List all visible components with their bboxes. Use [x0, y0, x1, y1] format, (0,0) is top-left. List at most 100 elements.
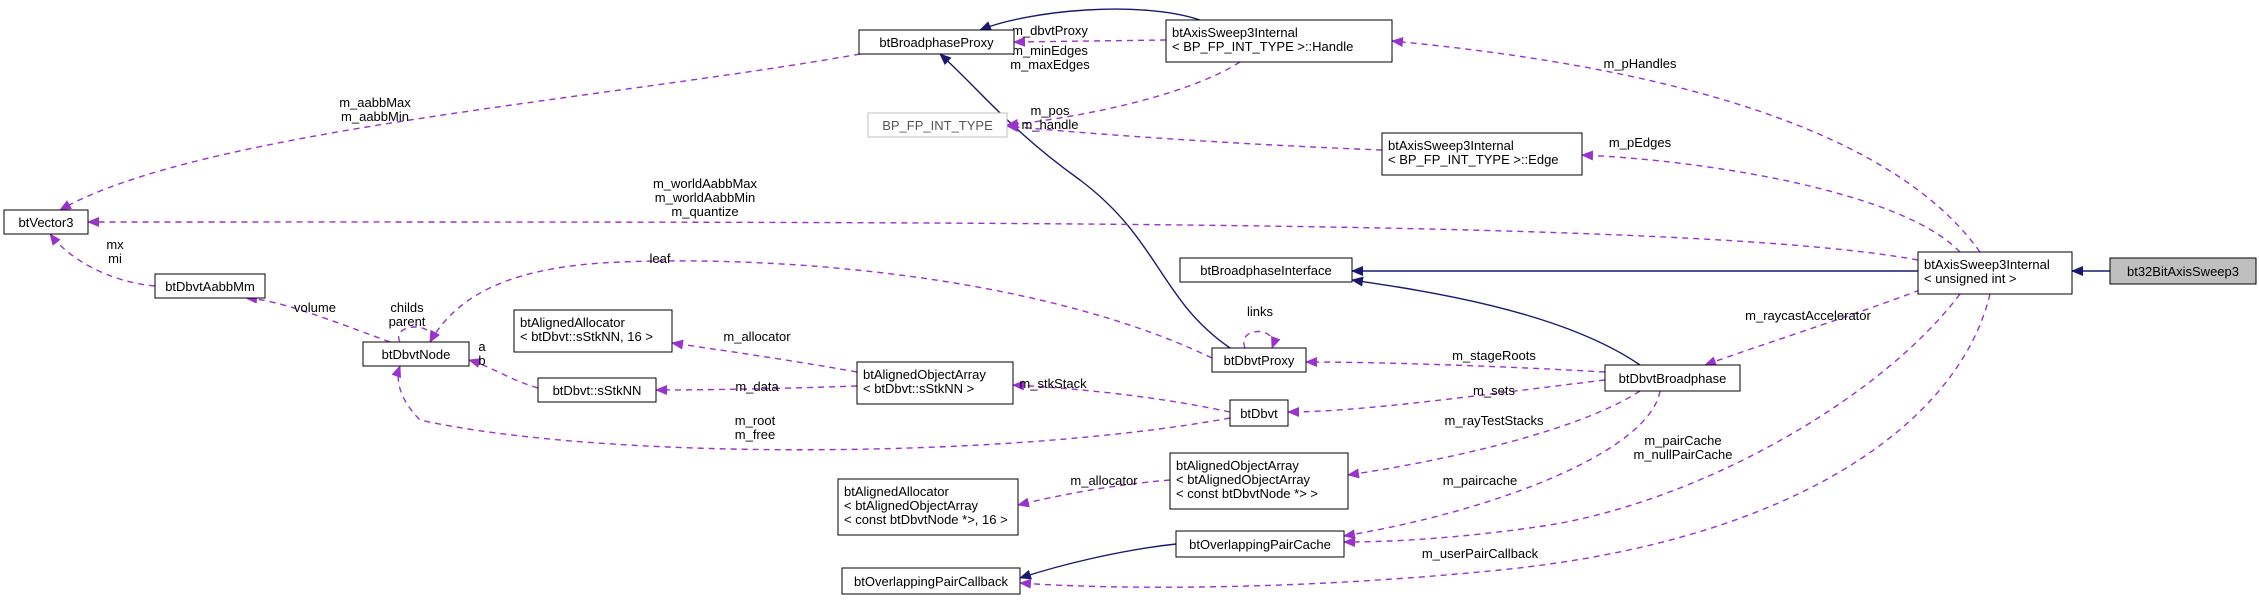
edge-label-leaf: leaf	[650, 251, 671, 266]
edge-label-line: parent	[389, 314, 426, 329]
class-name: btAxisSweep3Internal< BP_FP_INT_TYPE >::…	[1172, 25, 1353, 54]
class-name-line: < unsigned int >	[1924, 271, 2017, 286]
class-node-opcache[interactable]: btOverlappingPairCache	[1175, 530, 1345, 558]
class-node-bpiface[interactable]: btBroadphaseInterface	[1179, 257, 1353, 283]
class-box	[513, 309, 673, 353]
usage-edge-a_b	[468, 358, 539, 389]
edge-label-line: m_stageRoots	[1452, 348, 1536, 363]
class-name: btAlignedAllocator< btDbvt::sStkNN, 16 >	[520, 315, 653, 344]
edge-label-line: m_minEdges	[1012, 43, 1088, 58]
class-name: btBroadphaseProxy	[879, 35, 994, 50]
class-name: btDbvtNode	[382, 347, 451, 362]
edge-label-line: m_pos	[1030, 103, 1070, 118]
usage-edge-stageRoots	[1305, 357, 1606, 373]
class-node-opcb[interactable]: btOverlappingPairCallback	[841, 567, 1021, 595]
class-node-edge[interactable]: btAxisSweep3Internal< BP_FP_INT_TYPE >::…	[1381, 132, 1583, 176]
class-name: btAlignedObjectArray< btDbvt::sStkNN >	[863, 367, 986, 396]
class-name-line: btBroadphaseInterface	[1200, 263, 1332, 278]
class-node-handle[interactable]: btAxisSweep3Internal< BP_FP_INT_TYPE >::…	[1165, 19, 1393, 63]
edge-label-line: m_root	[735, 413, 776, 428]
edge-label-line: m_pHandles	[1604, 56, 1677, 71]
edge-label-pHandles: m_pHandles	[1604, 56, 1677, 71]
class-name-line: btOverlappingPairCallback	[854, 574, 1008, 589]
class-node-dbvtbp[interactable]: btDbvtBroadphase	[1604, 364, 1741, 392]
class-name-line: btAlignedObjectArray	[863, 367, 986, 382]
class-box	[1211, 347, 1307, 373]
class-node-dbvt[interactable]: btDbvt	[1229, 399, 1289, 427]
class-node-sstknn[interactable]: btDbvt::sStkNN	[537, 377, 657, 403]
class-name: btAlignedAllocator< btAlignedObjectArray…	[844, 484, 1008, 527]
edge-label-line: childs	[390, 300, 424, 315]
edge-label-paircache: m_paircache	[1443, 473, 1517, 488]
class-name-line: btBroadphaseProxy	[879, 35, 994, 50]
class-node-dbvtnode[interactable]: btDbvtNode	[362, 341, 470, 367]
edge-label-line: m_sets	[1473, 383, 1515, 398]
class-box	[537, 377, 657, 403]
edge-label-allocator2: m_allocator	[1070, 473, 1138, 488]
class-name: btOverlappingPairCallback	[854, 574, 1008, 589]
class-box	[856, 361, 1014, 405]
class-box	[3, 209, 89, 235]
class-node-bpint[interactable]: BP_FP_INT_TYPE	[867, 112, 1008, 138]
class-box	[1165, 19, 1393, 63]
usage-edge-rayTestStacks	[1347, 390, 1641, 479]
class-name: btBroadphaseInterface	[1200, 263, 1332, 278]
class-box	[1917, 251, 2073, 295]
edge-label-line: m_nullPairCache	[1634, 447, 1733, 462]
usage-edge-pos_handle	[1006, 122, 1383, 151]
class-box	[1604, 364, 1741, 392]
edge-label-line: m_pEdges	[1609, 135, 1672, 150]
class-box	[1175, 530, 1345, 558]
usage-edge-pairCache_null	[1343, 293, 1961, 547]
edge-label-allocator1: m_allocator	[723, 329, 791, 344]
class-box	[867, 112, 1008, 138]
class-name-line: < const btDbvtNode *>, 16 >	[844, 512, 1008, 527]
class-node-oarr2[interactable]: btAlignedObjectArray< btAlignedObjectArr…	[1169, 452, 1349, 510]
edge-label-raycastAccelerator: m_raycastAccelerator	[1745, 308, 1871, 323]
class-node-alloc2[interactable]: btAlignedAllocator< btAlignedObjectArray…	[837, 478, 1019, 536]
class-node-bpproxy[interactable]: btBroadphaseProxy	[858, 29, 1015, 55]
class-name-line: btDbvtNode	[382, 347, 451, 362]
class-name-line: btDbvtAabbMm	[165, 279, 255, 294]
class-box	[1229, 399, 1289, 427]
inheritance-edge-bpiface-dbvtbp	[1351, 276, 1641, 366]
class-name-line: btVector3	[19, 215, 74, 230]
usage-edge-raycastAccelerator	[1704, 289, 1921, 366]
class-box	[362, 341, 470, 367]
edge-label-line: mx	[106, 237, 124, 252]
class-box	[1381, 132, 1583, 176]
class-name: btDbvtProxy	[1224, 353, 1295, 368]
class-box	[837, 478, 1019, 536]
class-node-oarr1[interactable]: btAlignedObjectArray< btDbvt::sStkNN >	[856, 361, 1014, 405]
edge-label-line: m_rayTestStacks	[1445, 413, 1544, 428]
edge-label-line: links	[1247, 304, 1274, 319]
class-name-line: btOverlappingPairCache	[1189, 537, 1331, 552]
class-box	[2109, 257, 2257, 285]
class-name-line: btAlignedAllocator	[844, 484, 949, 499]
class-node-aabbmm[interactable]: btDbvtAabbMm	[154, 273, 266, 299]
edge-label-sets: m_sets	[1473, 383, 1515, 398]
usage-edge-leaf	[429, 260, 1213, 359]
edge-label-line: m_worldAabbMax	[653, 176, 758, 191]
class-name-line: btAxisSweep3Internal	[1924, 257, 2050, 272]
edge-label-line: m_paircache	[1443, 473, 1517, 488]
class-name-line: BP_FP_INT_TYPE	[882, 118, 993, 133]
class-node-dbvtproxy[interactable]: btDbvtProxy	[1211, 347, 1307, 373]
class-name-line: btDbvtProxy	[1224, 353, 1295, 368]
class-name: btAlignedObjectArray< btAlignedObjectArr…	[1176, 458, 1318, 501]
usage-edge-mx_mi	[49, 233, 156, 287]
class-name-line: < btAlignedObjectArray	[1176, 472, 1311, 487]
class-box	[1179, 257, 1353, 283]
class-node-sweep[interactable]: btAxisSweep3Internal< unsigned int >	[1917, 251, 2073, 295]
edge-label-line: m_quantize	[671, 204, 738, 219]
class-name-line: btAxisSweep3Internal	[1388, 138, 1514, 153]
class-node-alloc1[interactable]: btAlignedAllocator< btDbvt::sStkNN, 16 >	[513, 309, 673, 353]
class-name: btDbvt	[1240, 406, 1278, 421]
class-node-vec3[interactable]: btVector3	[3, 209, 89, 235]
class-name: bt32BitAxisSweep3	[2127, 264, 2239, 279]
class-name: BP_FP_INT_TYPE	[882, 118, 993, 133]
